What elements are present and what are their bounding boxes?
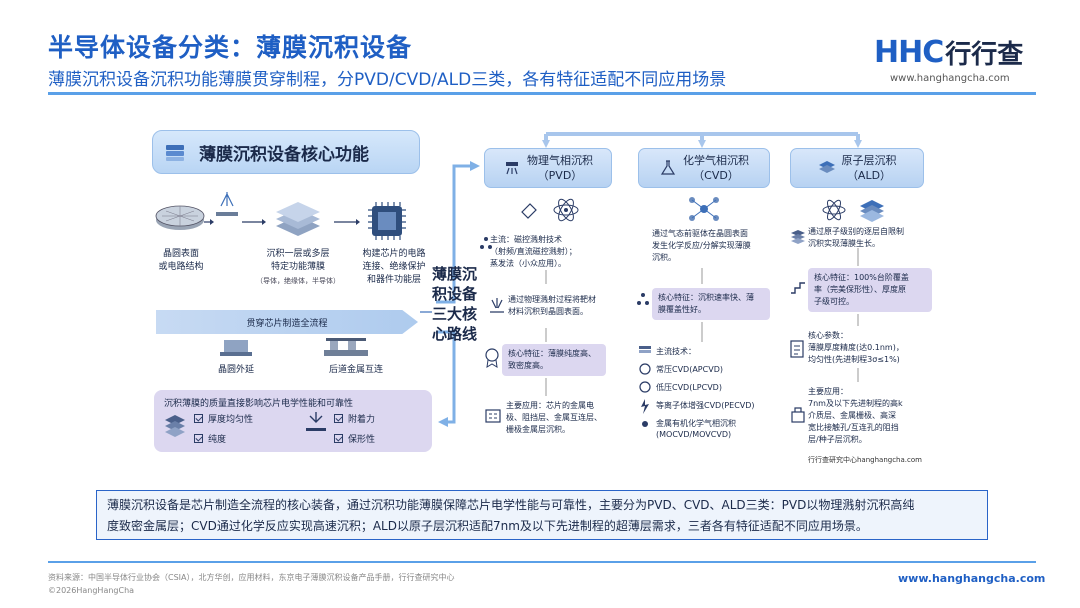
checkbox-icon	[334, 434, 343, 443]
wafer-icon	[155, 205, 205, 230]
cvd-tech-apcvd: 常压CVD(APCVD)	[656, 365, 723, 374]
pvd-mainstream-text: 主流：磁控溅射技术 （射频/直流磁控溅射）； 蒸发法（小众应用）。	[490, 235, 577, 268]
process-interconnect-label: 后道金属互连	[328, 365, 383, 375]
flask-icon	[660, 160, 676, 175]
pvd-feature: 核心特征：薄膜纯度高、 致密度高。	[502, 344, 606, 376]
three-routes-label: 薄膜沉 积设备 三大核 心路线	[432, 265, 478, 343]
checkbox-icon	[194, 434, 203, 443]
layers-icon	[639, 346, 651, 353]
deposition-source-icon	[216, 192, 238, 216]
chip-stack-icon	[166, 145, 184, 161]
summary-box: 薄膜沉积设备是芯片制造全流程的核心装备，通过沉积功能薄膜保障芯片电学性能与可靠性…	[96, 490, 988, 540]
chip-icon	[368, 202, 406, 240]
ald-header: 原子层沉积（ALD）	[790, 148, 924, 188]
satellite-icon	[521, 203, 537, 219]
footer-link[interactable]: www.hanghangcha.com	[898, 572, 1046, 585]
deposition-flow-graphic	[155, 192, 406, 240]
arrow-right-icon	[242, 219, 360, 225]
ald-atom-icons	[822, 199, 884, 222]
copyright: ©2026HangHangCha	[48, 586, 135, 595]
logo-url: www.hanghangcha.com	[890, 73, 1010, 84]
network-icon	[480, 237, 492, 249]
pvd-description: 通过物理溅射过程将靶材 材料沉积到晶圆表面。	[508, 295, 596, 316]
summary-line-2: 度致密金属层；CVD通过化学反应实现高速沉积；ALD以原子层沉积适配7nm及以下…	[107, 519, 868, 533]
flow-step-chip: 构建芯片的电路 连接、绝缘保护 和器件功能层	[362, 249, 426, 285]
structure-icon	[791, 407, 805, 423]
layers-icon	[860, 200, 884, 222]
source-note: 资料来源：中国半导体行业协会（CSIA），北方华创，应用材料，东京电子薄膜沉积设…	[48, 573, 455, 582]
brand-logo: HHC 行行查 www.hanghangcha.com	[874, 34, 1044, 84]
checkbox-icon	[194, 414, 203, 423]
flow-step-film: 沉积一层或多层 特定功能薄膜	[266, 249, 330, 272]
quality-panel: 沉积薄膜的质量直接影响芯片电学性能和可靠性 厚度均匀性 附着力 纯度 保形性	[154, 390, 432, 452]
pressure-icon	[639, 381, 651, 393]
cvd-tech-icons	[639, 346, 651, 427]
summary-line-1: 薄膜沉积设备是芯片制造全流程的核心装备，通过沉积功能薄膜保障芯片电学性能与可靠性…	[107, 498, 915, 512]
process-graphics	[220, 338, 368, 356]
layers-icon	[818, 161, 835, 173]
diagram-connectors	[420, 132, 862, 427]
quality-title: 沉积薄膜的质量直接影响芯片电学性能和可靠性	[164, 399, 354, 409]
page-title: 半导体设备分类：薄膜沉积设备	[48, 33, 413, 62]
quality-item-adhesion: 附着力	[334, 412, 375, 425]
layers-icon	[165, 415, 185, 437]
ald-parameters: 核心参数： 薄膜厚度精度(达0.1nm)， 均匀性(先进制程3σ≤1%)	[808, 331, 904, 364]
sputter-icon	[506, 162, 518, 175]
ald-description: 通过原子级别的逐层自限制 沉积实现薄膜生长。	[808, 227, 904, 248]
plasma-icon	[641, 399, 649, 414]
checkbox-icon	[334, 414, 343, 423]
cvd-feature: 核心特征：沉积速率快、薄 膜覆盖性好。	[652, 288, 770, 320]
pvd-atom-icons	[521, 198, 579, 222]
pressure-icon	[639, 363, 651, 375]
atom-icon	[553, 198, 579, 222]
badge-icon	[485, 348, 499, 368]
quality-item-purity: 纯度	[194, 432, 226, 445]
arrow-right-icon	[204, 219, 214, 225]
step-coverage-icon	[791, 282, 805, 294]
deposition-diagram: 薄膜沉积设备核心功能	[136, 116, 944, 468]
flow-step-wafer: 晶圆表面 或电路结构	[158, 249, 204, 272]
cvd-tech-pecvd: 等离子体增强CVD(PECVD)	[656, 401, 755, 410]
footer-divider	[48, 561, 1036, 563]
pvd-application: 主要应用：芯片的金属电 极、阻挡层、金属互连层、 栅极金属层沉积。	[506, 401, 602, 434]
cvd-header: 化学气相沉积（CVD）	[638, 148, 770, 188]
core-function-title: 薄膜沉积设备核心功能	[199, 144, 369, 165]
logo-name: 行行查	[945, 40, 1024, 70]
quality-item-conformality: 保形性	[334, 432, 375, 445]
process-epitaxy-label: 晶圆外延	[217, 365, 254, 375]
document-icon	[790, 340, 804, 358]
cvd-description: 通过气态前驱体在晶圆表面 发生化学反应/分解实现薄膜 沉积。	[652, 229, 751, 262]
molecule-icon	[689, 197, 719, 221]
logo-mark: HHC	[874, 35, 944, 70]
quality-item-uniformity: 厚度均匀性	[194, 412, 253, 425]
deposition-icon	[306, 412, 326, 431]
interconnect-icon	[324, 338, 368, 356]
molecule-icon	[642, 421, 648, 427]
cvd-tech-title: 主流技术：	[656, 347, 696, 356]
building-icon	[485, 409, 501, 423]
layers-icon	[791, 230, 805, 244]
sputter-process-icon	[490, 298, 504, 313]
diagram-watermark: 行行查研究中心hanghangcha.com	[808, 456, 922, 464]
atom-icon	[822, 199, 846, 221]
core-function-header: 薄膜沉积设备核心功能	[152, 130, 420, 174]
header-divider	[48, 92, 1036, 95]
process-banner: 贯穿芯片制造全流程	[156, 310, 418, 334]
epitaxy-icon	[220, 340, 252, 356]
ald-application: 主要应用： 7nm及以下先进制程的高k 介质层、金属栅极、高深 宽比接触孔/互连…	[808, 387, 903, 444]
film-layers-icon	[276, 202, 320, 236]
ald-feature: 核心特征：100%台阶覆盖 率（完美保形性）、厚度原 子级可控。	[808, 268, 932, 312]
page-subtitle: 薄膜沉积设备沉积功能薄膜贯穿制程，分PVD/CVD/ALD三类，各有特征适配不同…	[48, 70, 727, 90]
cvd-tech-lpcvd: 低压CVD(LPCVD)	[656, 383, 722, 392]
flow-step-film-note: （导体，绝缘体，半导体）	[256, 277, 340, 285]
cvd-tech-mocvd: 金属有机化学气相沉积 (MOCVD/MOVCVD)	[656, 419, 736, 439]
pvd-header: 物理气相沉积（PVD）	[484, 148, 612, 188]
network-icon	[637, 293, 649, 305]
